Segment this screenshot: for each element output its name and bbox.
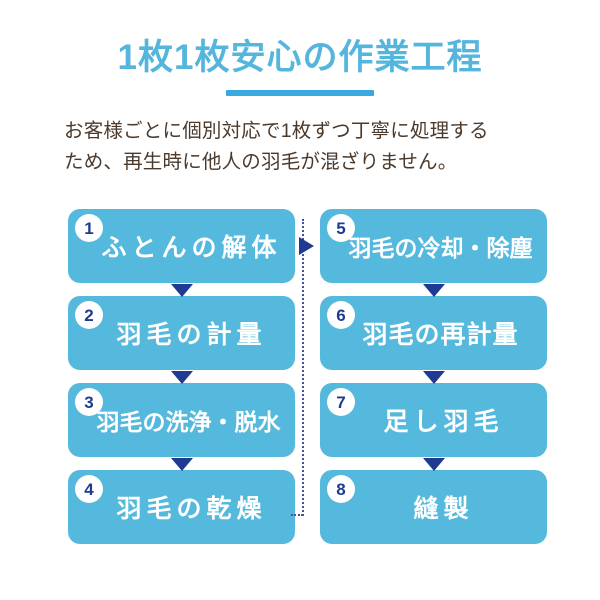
dotted-connector-foot xyxy=(291,514,303,516)
arrow-down-icon xyxy=(170,458,193,471)
flow-column-left: 1 ふとんの解体 2 羽毛の計量 3 羽毛の洗浄・脱水 4 羽毛の乾燥 xyxy=(68,209,295,544)
lead-line-2: ため、再生時に他人の羽毛が混ざりません。 xyxy=(64,151,458,173)
flow-step-4[interactable]: 4 羽毛の乾燥 xyxy=(68,470,295,544)
step-number-badge: 2 xyxy=(75,301,103,329)
arrow-down-icon xyxy=(170,284,193,297)
step-label: 羽毛の冷却・除塵 xyxy=(348,235,533,261)
page-title: 1枚1枚安心の作業工程 xyxy=(117,38,483,77)
flow-step-3[interactable]: 3 羽毛の洗浄・脱水 xyxy=(68,383,295,471)
step-label: 縫製 xyxy=(413,495,474,523)
step-label: 羽毛の乾燥 xyxy=(116,495,267,523)
title-underline xyxy=(226,90,374,96)
step-label: ふとんの解体 xyxy=(101,234,282,262)
arrow-down-icon xyxy=(170,371,193,384)
flow-step-2[interactable]: 2 羽毛の計量 xyxy=(68,296,295,384)
arrow-down-icon xyxy=(422,371,445,384)
step-number-badge: 3 xyxy=(75,388,103,416)
flow-step-8[interactable]: 8 縫製 xyxy=(320,470,547,544)
flow-step-1[interactable]: 1 ふとんの解体 xyxy=(68,209,295,297)
flow-column-right: 5 羽毛の冷却・除塵 6 羽毛の再計量 7 足し羽毛 8 縫製 xyxy=(320,209,547,544)
step-number-badge: 6 xyxy=(327,301,355,329)
step-number-badge: 1 xyxy=(75,214,103,242)
arrow-right-icon xyxy=(299,237,314,255)
lead-line-1: お客様ごとに個別対応で1枚ずつ丁寧に処理する xyxy=(64,120,489,142)
step-number-badge: 4 xyxy=(75,475,103,503)
step-label: 羽毛の計量 xyxy=(116,321,267,349)
step-number-badge: 7 xyxy=(327,388,355,416)
page-title-block: 1枚1枚安心の作業工程 xyxy=(0,36,600,96)
lead-paragraph: お客様ごとに個別対応で1枚ずつ丁寧に処理する ため、再生時に他人の羽毛が混ざりま… xyxy=(64,116,544,178)
step-number-badge: 8 xyxy=(327,475,355,503)
dotted-connector-line xyxy=(302,219,304,516)
step-label: 足し羽毛 xyxy=(383,408,504,436)
step-label: 羽毛の洗浄・脱水 xyxy=(96,409,281,435)
flow-step-7[interactable]: 7 足し羽毛 xyxy=(320,383,547,471)
arrow-down-icon xyxy=(422,458,445,471)
flow-step-6[interactable]: 6 羽毛の再計量 xyxy=(320,296,547,384)
flow-step-5[interactable]: 5 羽毛の冷却・除塵 xyxy=(320,209,547,297)
step-number-badge: 5 xyxy=(327,214,355,242)
step-label: 羽毛の再計量 xyxy=(362,321,519,349)
arrow-down-icon xyxy=(422,284,445,297)
